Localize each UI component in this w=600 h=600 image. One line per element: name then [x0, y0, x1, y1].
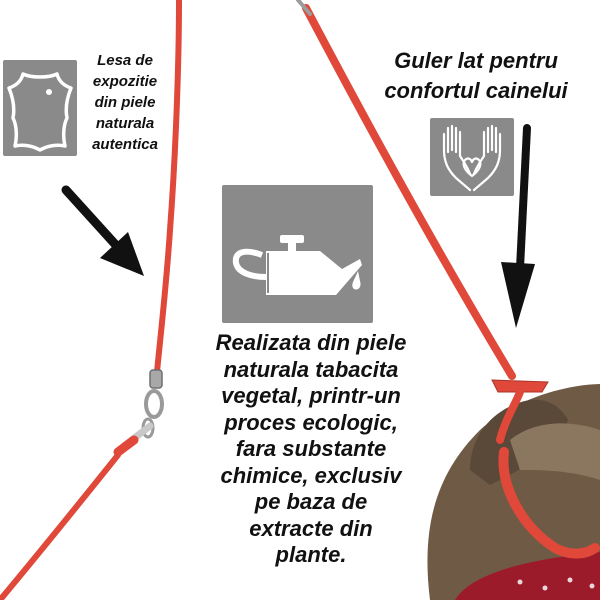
caption-line: din piele: [94, 94, 156, 111]
caption-line: proces ecologic,: [224, 409, 398, 435]
caption-line: chimice, exclusiv: [220, 462, 402, 488]
arrow-down-right-icon: [61, 185, 144, 276]
leather-leash-caption: Lesa de expozitie din piele naturala aut…: [76, 50, 174, 155]
caption-line: naturala: [95, 115, 155, 132]
caption-line: naturala tabacita: [223, 356, 399, 382]
oil-can-icon: [222, 185, 373, 323]
hands-heart-icon: [430, 118, 514, 196]
caption-line: confortul cainelui: [384, 78, 568, 103]
caption-line: extracte din: [249, 515, 373, 541]
leather-hide-icon: [3, 60, 77, 156]
wide-collar-caption: Guler lat pentru confortul cainelui: [352, 46, 600, 106]
dog-collar: [491, 379, 600, 559]
caption-line: Realizata din piele: [215, 330, 407, 355]
caption-line: autentica: [92, 136, 158, 153]
caption-line: expozitie: [92, 73, 158, 90]
arrow-down-icon: [501, 124, 535, 328]
leash-lower-strap: [0, 452, 121, 600]
caption-line: Guler lat pentru: [394, 48, 558, 73]
caption-line: Lesa de: [97, 52, 153, 69]
caption-line: fara substante: [235, 436, 387, 461]
vegetable-tanned-caption: Realizata din piele naturala tabacita ve…: [196, 330, 426, 569]
caption-line: vegetal, printr-un: [221, 383, 401, 408]
leash-left-strap: [154, 0, 182, 375]
caption-line: pe baza de: [254, 489, 368, 514]
leash-clasp: [113, 369, 164, 457]
leash-diagonal-strap: [302, 4, 516, 380]
caption-line: plante.: [275, 542, 347, 567]
